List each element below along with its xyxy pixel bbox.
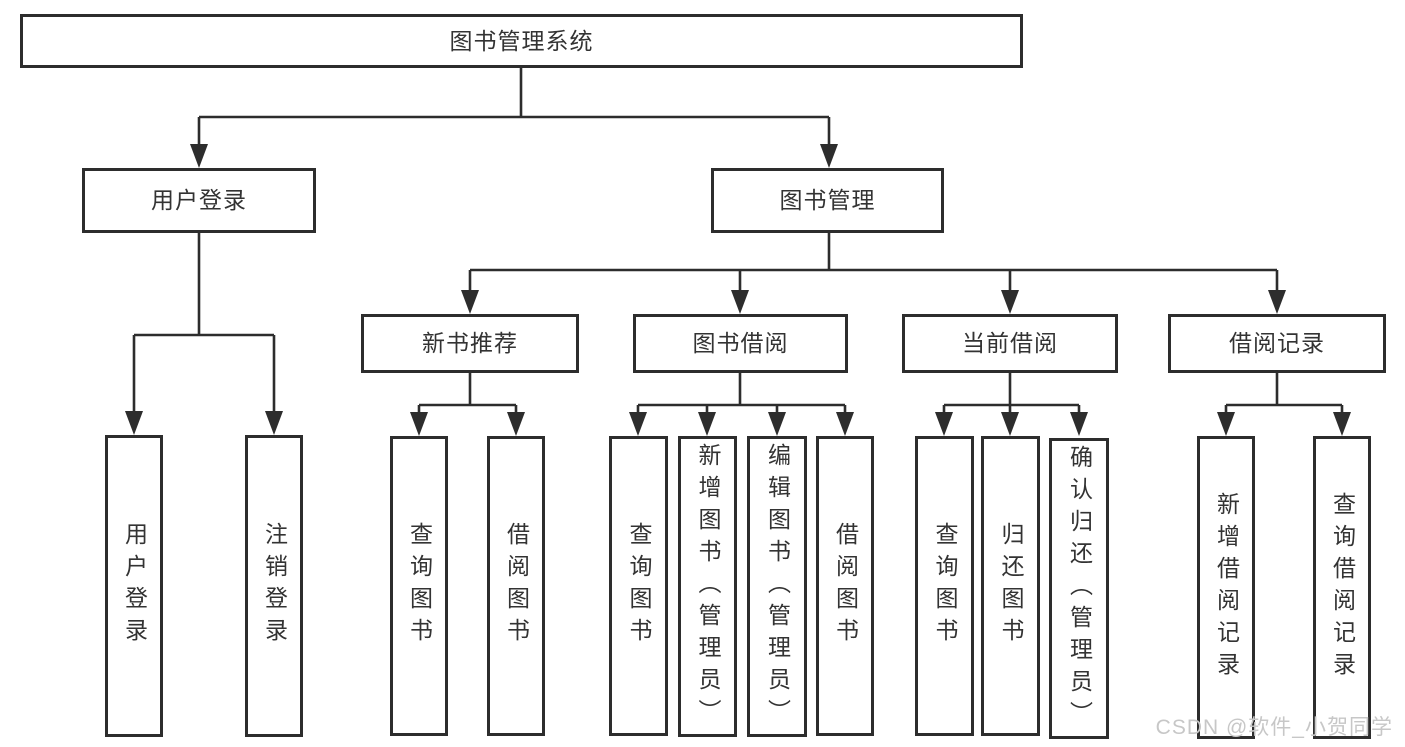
- leaf-query-books-3: 查询图书: [915, 436, 974, 736]
- node-book-management-system: 图书管理系统: [20, 14, 1023, 68]
- arrowhead: [190, 144, 208, 168]
- node-current-borrowing: 当前借阅: [902, 314, 1118, 373]
- arrowhead: [1001, 290, 1019, 314]
- arrowhead: [629, 412, 647, 436]
- node-label: 新增借阅记录: [1213, 491, 1240, 684]
- arrowhead: [768, 412, 786, 436]
- node-new-book-recommendation: 新书推荐: [361, 314, 579, 373]
- node-label: 确认归还（管理员）: [1066, 444, 1093, 733]
- node-label: 用户登录: [121, 522, 148, 650]
- arrowhead: [836, 412, 854, 436]
- arrowhead: [1070, 412, 1088, 436]
- arrowhead: [698, 412, 716, 436]
- leaf-query-borrow-record: 查询借阅记录: [1313, 436, 1371, 739]
- watermark-text: CSDN @软件_小贺同学: [1155, 716, 1393, 739]
- arrowhead: [265, 411, 283, 435]
- arrowhead: [731, 290, 749, 314]
- node-label: 图书借阅: [692, 330, 789, 356]
- node-user-login-group: 用户登录: [82, 168, 316, 233]
- node-label: 借阅记录: [1229, 330, 1325, 356]
- node-label: 用户登录: [151, 187, 247, 213]
- node-label: 借阅图书: [503, 522, 530, 650]
- node-label: 编辑图书（管理员）: [764, 442, 791, 731]
- leaf-borrow-books-1: 借阅图书: [487, 436, 545, 736]
- node-label: 查询图书: [932, 522, 958, 650]
- arrowhead: [1001, 412, 1019, 436]
- node-label: 图书管理系统: [449, 27, 594, 54]
- node-label: 注销登录: [261, 522, 288, 650]
- leaf-user-login: 用户登录: [105, 435, 163, 737]
- arrowhead: [1268, 290, 1286, 314]
- leaf-confirm-return-admin: 确认归还（管理员）: [1049, 438, 1109, 739]
- node-label: 新增图书（管理员）: [695, 442, 721, 731]
- arrowhead: [820, 144, 838, 168]
- node-label: 查询图书: [406, 522, 433, 650]
- leaf-return-books: 归还图书: [981, 436, 1040, 736]
- leaf-add-borrow-record: 新增借阅记录: [1197, 436, 1255, 739]
- node-label: 图书管理: [779, 187, 876, 213]
- arrowhead: [1217, 412, 1235, 436]
- leaf-query-books-1: 查询图书: [390, 436, 448, 736]
- arrowhead: [125, 411, 143, 435]
- node-label: 借阅图书: [832, 522, 859, 650]
- leaf-logout: 注销登录: [245, 435, 303, 737]
- arrowhead: [410, 412, 428, 436]
- arrowhead: [935, 412, 953, 436]
- arrowhead: [1333, 412, 1351, 436]
- leaf-borrow-books-2: 借阅图书: [816, 436, 874, 736]
- leaf-edit-books-admin: 编辑图书（管理员）: [747, 436, 807, 737]
- node-label: 当前借阅: [962, 330, 1058, 356]
- node-label: 归还图书: [998, 522, 1024, 650]
- leaf-query-books-2: 查询图书: [609, 436, 668, 736]
- node-label: 查询图书: [626, 522, 652, 650]
- node-label: 查询借阅记录: [1329, 491, 1356, 684]
- node-borrowing-records: 借阅记录: [1168, 314, 1386, 373]
- node-book-borrowing: 图书借阅: [633, 314, 848, 373]
- arrowhead: [507, 412, 525, 436]
- leaf-add-books-admin: 新增图书（管理员）: [678, 436, 737, 737]
- arrowhead: [461, 290, 479, 314]
- node-book-management: 图书管理: [711, 168, 944, 233]
- node-label: 新书推荐: [422, 330, 518, 356]
